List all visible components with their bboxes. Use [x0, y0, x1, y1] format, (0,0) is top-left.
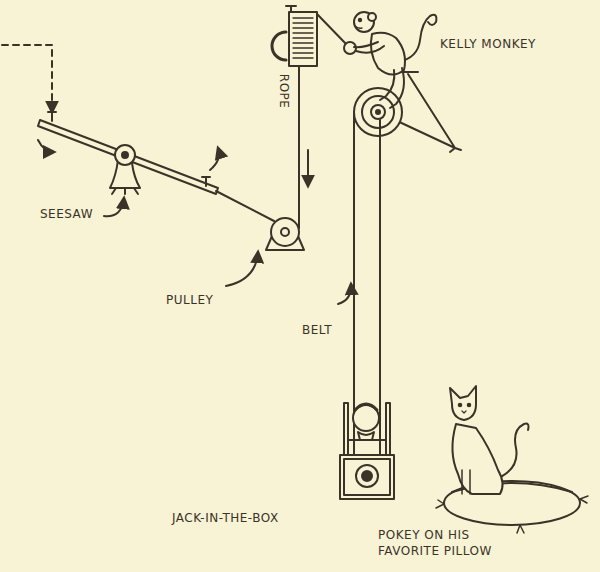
monkey-eye [359, 19, 361, 21]
crank-mechanism [272, 6, 356, 66]
cat-legs [462, 470, 470, 494]
crank-ring [356, 465, 378, 487]
crank-hub [362, 471, 372, 481]
part-label-box: SEESAW [40, 204, 150, 223]
jack-in-the-box-drawing [340, 403, 394, 499]
cat [450, 386, 529, 494]
drive-wheel [354, 88, 402, 136]
part-label: POKEY ON HIS FAVORITE PILLOW [378, 528, 530, 559]
drive-wheel-ring [362, 96, 394, 128]
monkey-bike [354, 72, 461, 152]
toy-box [340, 455, 394, 499]
input-dashed-arrow [2, 45, 52, 112]
pulley-drawing [216, 66, 308, 286]
leader-arrow [338, 284, 351, 304]
part-label: ROPE [275, 74, 291, 109]
part-label-box: PULLEY [166, 290, 276, 309]
seesaw-drawing [38, 112, 219, 216]
monkey-leg [390, 68, 404, 108]
pillow [436, 481, 588, 533]
jack-hair [355, 404, 377, 410]
drive-wheel-hub [371, 105, 385, 119]
box-lid-frame [344, 403, 390, 455]
cat-eye [468, 404, 471, 407]
rope [216, 191, 274, 221]
cat-nose [462, 411, 466, 413]
pulley-wheel [271, 218, 299, 246]
crank-arm [317, 14, 348, 46]
seesaw-post [48, 112, 56, 121]
part-label: JACK-IN-THE-BOX [172, 511, 279, 527]
pillow-tassel [436, 496, 588, 533]
part-label-box: KELLY MONKEY [440, 34, 590, 53]
part-label: KELLY MONKEY [440, 37, 536, 53]
part-label: SEESAW [40, 207, 93, 223]
drive-wheel-axle [376, 110, 380, 114]
monkey-ear [368, 13, 376, 21]
jack-collar [358, 432, 374, 440]
motion-arrow [38, 140, 54, 152]
cat-body [452, 424, 502, 494]
part-label-box: JACK-IN-THE-BOX [172, 508, 332, 527]
cat-head [450, 386, 476, 420]
part-label-box: BELT [302, 320, 352, 339]
seesaw-pivot [115, 145, 135, 165]
seesaw-pivot-pin [122, 152, 128, 158]
leader-arrow [226, 252, 258, 286]
toy-box-inner [344, 459, 390, 495]
monkey [354, 12, 436, 108]
jack-head [353, 405, 379, 431]
monkey-body [371, 33, 405, 75]
motion-arrow [210, 148, 219, 170]
part-label: BELT [302, 323, 332, 339]
monkey-mouth [355, 26, 362, 28]
leader-arrow [104, 198, 124, 216]
half-wheel [272, 32, 286, 60]
monkey-arm [354, 42, 378, 47]
part-label-box: POKEY ON HIS FAVORITE PILLOW [378, 528, 530, 559]
monkey-arm [356, 46, 384, 53]
part-label-box: ROPE [275, 74, 294, 109]
monkey-leg [380, 70, 394, 100]
motion-arrow [307, 150, 309, 186]
cat-eye [459, 404, 462, 407]
striped-weight [289, 12, 317, 66]
rope [298, 66, 300, 228]
seesaw-post [202, 177, 210, 186]
part-label: PULLEY [166, 293, 213, 309]
pulley-axle [281, 228, 289, 236]
weight-stripes [293, 18, 313, 58]
seesaw-plank [38, 120, 218, 194]
